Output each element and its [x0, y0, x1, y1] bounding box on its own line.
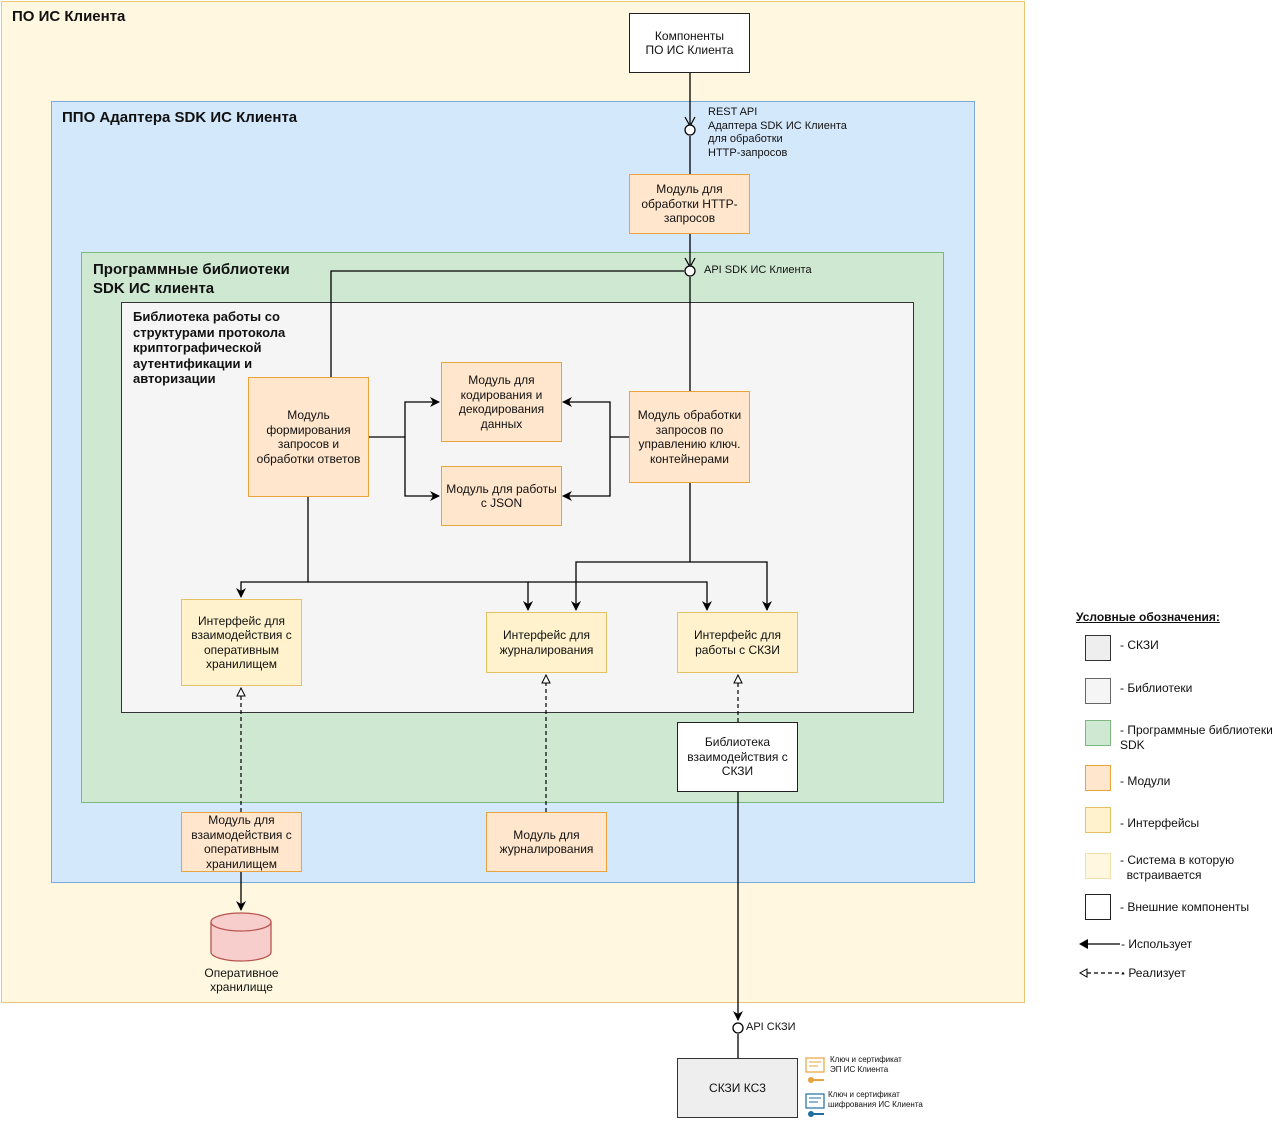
edge-request-to-storage-interface [236, 497, 309, 598]
legend-title: Условные обозначения: [1076, 610, 1220, 624]
region-adapter-title: ППО Адаптера SDK ИС Клиента [62, 109, 298, 126]
storage-interface-box: Интерфейс для взаимодействия с оперативн… [181, 599, 302, 686]
legend-text-implements: - Реализует [1121, 966, 1186, 980]
sdk-api-lollipop-icon [684, 265, 696, 277]
request-module-box: Модуль формирования запросов и обработки… [248, 377, 369, 497]
legend-text-sdk-libraries: - Программные библиотеки SDK [1120, 723, 1273, 752]
legend-swatch-libraries [1085, 678, 1111, 704]
http-module-box: Модуль для обработки HTTP- запросов [629, 174, 750, 234]
edge-container-to-json [562, 437, 611, 501]
legend-text-libraries: - Библиотеки [1120, 681, 1193, 695]
json-module-box: Модуль для работы с JSON [441, 466, 562, 526]
legend-swatch-skzi [1085, 635, 1111, 661]
edge-request-to-logging-interface [308, 581, 533, 611]
edge-container-to-encoding [562, 397, 611, 437]
encryption-certificate-icon [805, 1093, 825, 1117]
legend-swatch-interfaces [1085, 807, 1111, 833]
legend-swatch-sdk-libraries [1085, 720, 1111, 746]
rest-api-label: REST API Адаптера SDK ИС Клиента для обр… [708, 106, 847, 159]
storage-label: Оперативное хранилище [204, 965, 279, 995]
region-crypto-library-title: Библиотека работы со структурами протоко… [133, 309, 286, 386]
legend-text-external: - Внешние компоненты [1120, 900, 1250, 914]
edge-request-to-encoding [404, 397, 440, 437]
encoding-module-box: Модуль для кодирования и декодирования д… [441, 362, 562, 442]
region-sdk-libraries-title: Программные библиотеки SDK ИС клиента [93, 261, 290, 297]
rest-api-lollipop-icon [684, 124, 696, 136]
logging-module-box: Модуль для журналирования [486, 812, 607, 872]
signature-certificate-icon [805, 1057, 825, 1083]
skzi-interface-box: Интерфейс для работы с СКЗИ [677, 612, 798, 673]
legend-text-interfaces: - Интерфейсы [1120, 816, 1200, 830]
edge-request-to-json [404, 437, 440, 501]
client-components-box: Компоненты ПО ИС Клиента [629, 13, 750, 73]
legend-text-uses: - Использует [1121, 937, 1193, 951]
skzi-library-box: Библиотека взаимодействия с СКЗИ [677, 722, 798, 792]
legend-text-host-system: - Система в которую встраивается [1120, 853, 1235, 882]
edge-container-to-logging-interface [571, 561, 690, 611]
legend-swatch-modules [1085, 765, 1111, 791]
skzi-api-lollipop-icon [732, 1022, 744, 1034]
legend-swatch-host-system [1085, 853, 1111, 879]
legend-swatch-external [1085, 894, 1111, 920]
skzi-ks3-box: СКЗИ КС3 [677, 1058, 798, 1118]
signature-key-label: Ключ и сертификат ЭП ИС Клиента [830, 1055, 902, 1074]
logging-interface-box: Интерфейс для журналирования [486, 612, 607, 673]
edge-container-to-skzi-interface [690, 561, 772, 611]
skzi-api-label: API СКЗИ [746, 1021, 796, 1033]
edge-sdk-api-to-request-module [330, 270, 684, 377]
sdk-api-label: API SDK ИС Клиента [704, 264, 812, 276]
container-module-box: Модуль обработки запросов по управлению … [629, 391, 750, 483]
storage-module-box: Модуль для взаимодействия с оперативным … [181, 812, 302, 872]
region-client-system-title: ПО ИС Клиента [12, 8, 126, 25]
legend-text-skzi: - СКЗИ [1120, 638, 1159, 652]
edge-request-to-skzi-interface [528, 581, 712, 611]
legend-text-modules: - Модули [1120, 774, 1171, 788]
encryption-key-label: Ключ и сертификат шифрования ИС Клиента [828, 1090, 923, 1109]
database-icon [210, 912, 272, 962]
